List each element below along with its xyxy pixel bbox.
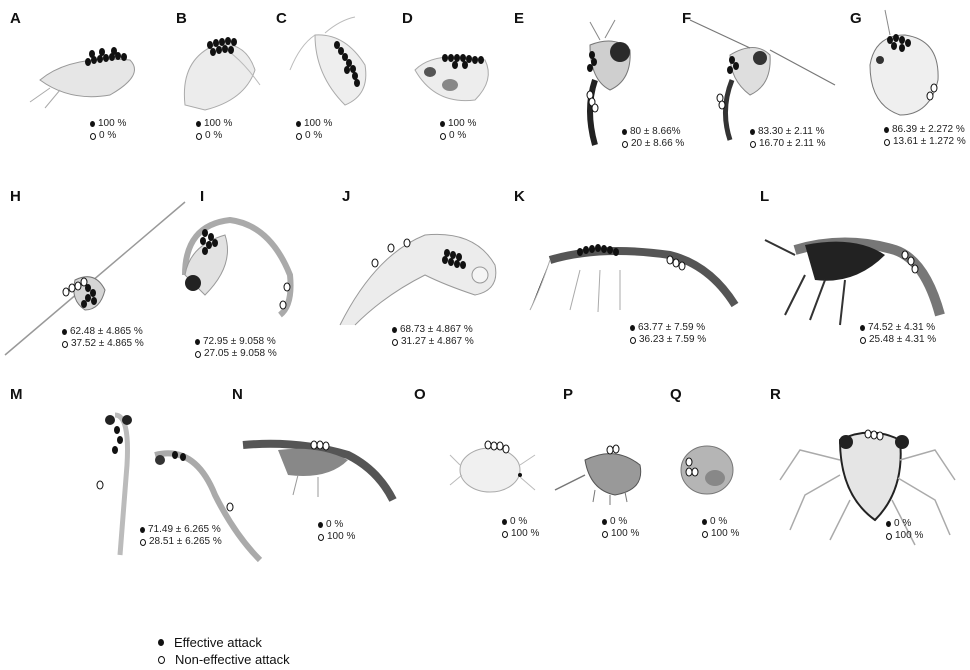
cladoceran-icon: [586, 19, 631, 146]
nauplius-icon: [449, 440, 536, 493]
panel-stats: 0 % 100 %: [318, 519, 355, 543]
panel-stats: 100 % 0 %: [196, 118, 232, 142]
panel-letter: L: [760, 188, 770, 205]
panel-letter: N: [232, 386, 243, 403]
non-effective-dot-icon: [158, 655, 165, 664]
shrimp-larva-icon: [339, 233, 497, 326]
panel-letter: C: [276, 10, 287, 27]
panel-letter: B: [176, 10, 187, 27]
panel-letter: R: [770, 386, 781, 403]
larva-icon: [4, 201, 186, 356]
mysid-icon: [96, 412, 263, 563]
panel-stats: 0 % 100 %: [702, 516, 739, 540]
panel-letter: K: [514, 188, 525, 205]
legend-non-effective-label: Non-effective attack: [175, 652, 290, 667]
panel-stats: 0 % 100 %: [886, 518, 923, 542]
shrimp-icon: [764, 237, 945, 326]
egg-icon: [680, 445, 734, 495]
copepod-icon: [183, 37, 261, 111]
panel-letter: G: [850, 10, 862, 27]
panel-stats: 0 % 100 %: [502, 516, 539, 540]
panel-stats: 74.52 ± 4.31 % 25.48 ± 4.31 %: [860, 322, 936, 346]
ostracod-icon: [554, 444, 642, 505]
panel-letter: J: [342, 188, 351, 205]
panel-letter: M: [10, 386, 23, 403]
panel-stats: 63.77 ± 7.59 % 36.23 ± 7.59 %: [630, 322, 706, 346]
daphnia-icon: [869, 9, 939, 116]
panel-stats: 62.48 ± 4.865 % 37.52 ± 4.865 %: [62, 326, 144, 350]
legend-effective-label: Effective attack: [174, 635, 262, 650]
panel-stats: 100 % 0 %: [296, 118, 332, 142]
panel-letter: D: [402, 10, 413, 27]
copepod-icon: [289, 16, 367, 106]
panel-letter: H: [10, 188, 21, 205]
shrimp-larva-icon: [529, 244, 739, 313]
panel-letter: P: [563, 386, 574, 403]
attack-markers: [85, 47, 127, 66]
larva-icon: [182, 216, 294, 318]
panel-stats: 83.30 ± 2.11 % 16.70 ± 2.11 %: [750, 126, 825, 150]
panel-letter: F: [682, 10, 692, 27]
effective-dot-icon: [90, 121, 95, 127]
panel-stats: 72.95 ± 9.058 % 27.05 ± 9.058 %: [195, 336, 277, 360]
panel-stats: 68.73 ± 4.867 % 31.27 ± 4.867 %: [392, 324, 474, 348]
panel-stats: 86.39 ± 2.272 % 13.61 ± 1.272 %: [884, 124, 966, 148]
panel-letter: E: [514, 10, 525, 27]
legend: Effective attack Non-effective attack: [158, 634, 290, 668]
panel-letter: I: [200, 188, 205, 205]
panel-letter: O: [414, 386, 426, 403]
panel-letter: Q: [670, 386, 682, 403]
panel-stats: 71.49 ± 6.265 % 28.51 ± 6.265 %: [140, 524, 222, 548]
non-effective-dot-icon: [90, 132, 96, 140]
panel-stats: 80 ± 8.66% 20 ± 8.66 %: [622, 126, 684, 150]
panel-stats: 0 % 100 %: [602, 516, 639, 540]
effective-dot-icon: [158, 639, 164, 646]
zoea-icon: [779, 429, 956, 546]
panel-letter: A: [10, 10, 21, 27]
panel-stats: 100 % 0 %: [440, 118, 476, 142]
cladoceran-icon: [689, 19, 836, 141]
shrimp-icon: [242, 439, 397, 502]
panel-stats: 100 % 0 %: [90, 118, 126, 142]
copepod-icon: [29, 47, 135, 109]
copepod-icon: [414, 54, 489, 102]
